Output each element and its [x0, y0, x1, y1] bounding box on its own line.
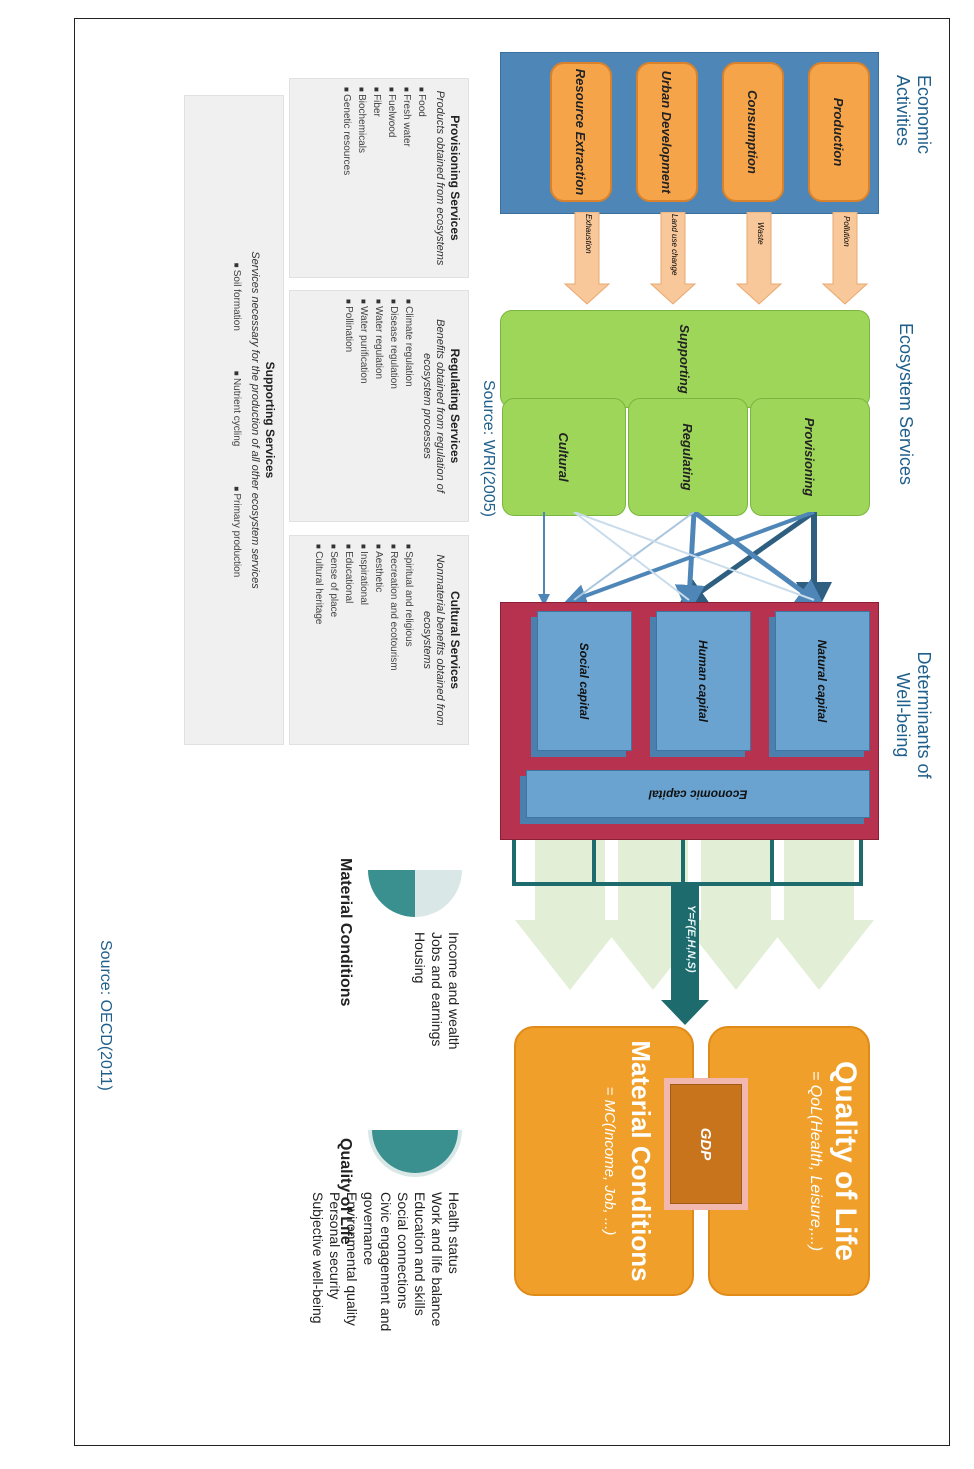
figure-frame	[74, 18, 950, 1446]
list-item: Fresh water	[399, 87, 414, 269]
list-item: Cultural heritage	[311, 544, 326, 736]
panel-provisioning: Provisioning Services Products obtained …	[289, 78, 469, 278]
gauge-material	[368, 870, 462, 917]
pill-consumption: Consumption	[722, 62, 784, 202]
panel-desc: Services necessary for the production of…	[249, 251, 261, 589]
mc-box: Material Conditions = MC(Income, Job, ..…	[514, 1026, 694, 1296]
list-item: Soil formation	[229, 263, 244, 331]
source-oecd: Source: OECD(2011)	[97, 940, 114, 1091]
flow-label-waste: Waste	[756, 222, 765, 245]
list-item: Water regulation	[371, 299, 386, 513]
mc-formula: = MC(Income, Job, ...)	[601, 1086, 618, 1236]
list-item: Spiritual and religious	[401, 544, 416, 736]
flow-label-pollution: Pollution	[842, 216, 851, 247]
list-item: Pollination	[341, 299, 356, 513]
legend-qol-list: Health status Work and life balance Educ…	[309, 1192, 462, 1362]
list-item: Income and wealth	[446, 932, 462, 1050]
gdp-box: GDP	[670, 1084, 742, 1204]
list-item: Genetic resources	[339, 87, 354, 269]
panel-desc: Nonmaterial benefits obtained from ecosy…	[421, 554, 446, 726]
capital-social: Social capital	[537, 611, 632, 751]
list-item: Nutrient cycling	[229, 371, 244, 446]
gauge-qol	[368, 1130, 462, 1177]
list-item: Food	[414, 87, 429, 269]
list-item: Educational	[341, 544, 356, 736]
arrow-land-use	[649, 212, 697, 305]
flow-label-exhaustion: Exhaustion	[584, 214, 593, 254]
capital-human: Human capital	[656, 611, 751, 751]
list-item: Fiber	[369, 87, 384, 269]
panel-title: Cultural Services	[448, 590, 462, 690]
list-item: Education and skills	[412, 1192, 428, 1316]
list-item: Disease regulation	[386, 299, 401, 513]
pill-production: Production	[808, 62, 870, 202]
panel-title: Supporting Services	[263, 361, 277, 479]
arrow-waste	[735, 212, 783, 305]
eco-regulating: Regulating	[628, 398, 748, 516]
panel-regulating: Regulating Services Benefits obtained fr…	[289, 290, 469, 522]
list-item: Work and life balance	[429, 1192, 445, 1327]
list-item: Jobs and earnings	[429, 932, 445, 1047]
header-economic-activities: Economic Activities	[893, 75, 934, 155]
qol-formula: = QoL(Health, Leisure,...)	[807, 1070, 824, 1252]
list-item: Personal security	[327, 1192, 343, 1300]
teal-main-arrow	[661, 884, 709, 1025]
panel-desc: Benefits obtained from regulation of eco…	[421, 319, 446, 493]
list-item: Inspirational	[356, 544, 371, 736]
eco-cultural: Cultural	[502, 398, 626, 516]
service-capital-arrows	[538, 512, 832, 612]
panel-desc: Products obtained from ecosystems	[434, 90, 446, 266]
panel-title: Regulating Services	[448, 348, 462, 464]
flow-label-land-use: Land use change	[670, 214, 679, 276]
list-item: Health status	[446, 1192, 462, 1274]
qol-title: Quality of Life	[829, 1060, 862, 1261]
capital-natural: Natural capital	[775, 611, 870, 751]
formula-label: Y=F(E,H,N,S)	[685, 905, 697, 973]
pill-resource-extraction: Resource Extraction	[550, 62, 612, 202]
regulating-list: Climate regulation Disease regulation Wa…	[341, 299, 416, 513]
source-wri: Source: WRI(2005)	[480, 380, 497, 517]
arrow-pollution	[821, 212, 869, 305]
panel-title: Provisioning Services	[448, 115, 462, 241]
list-item: Aesthetic	[371, 544, 386, 736]
list-item: Biochemicals	[354, 87, 369, 269]
eco-supporting: Supporting	[500, 310, 870, 408]
capital-economic: Economic capital	[526, 770, 870, 818]
cultural-list: Spiritual and religious Recreation and e…	[311, 544, 416, 736]
outflow-arrows	[512, 840, 874, 1025]
legend-material-title: Material Conditions	[337, 858, 354, 1007]
panel-supporting: Supporting Services Services necessary f…	[184, 95, 284, 745]
flow-arrows	[563, 212, 869, 305]
supporting-list: Soil formation Nutrient cycling Primary …	[229, 104, 244, 736]
list-item: Water purification	[356, 299, 371, 513]
list-item: Housing	[412, 932, 428, 984]
header-determinants: Determinants of Well-being	[893, 651, 934, 779]
provisioning-list: Food Fresh water Fuelwood Fiber Biochemi…	[339, 87, 429, 269]
header-ecosystem-services: Ecosystem Services	[896, 323, 916, 486]
pill-urban-development: Urban Development	[636, 62, 698, 202]
list-item: Primary production	[229, 486, 244, 577]
list-item: Fuelwood	[384, 87, 399, 269]
list-item: Environmental quality	[344, 1192, 360, 1326]
mc-title: Material Conditions	[626, 1040, 656, 1282]
list-item: Social connections	[395, 1192, 411, 1309]
list-item: Recreation and ecotourism	[386, 544, 401, 736]
list-item: Sense of place	[326, 544, 341, 736]
arrow-exhaustion	[563, 212, 611, 305]
list-item: Subjective well-being	[310, 1192, 326, 1324]
list-item: Civic engagement and governance	[361, 1192, 394, 1332]
legend-material-list: Income and wealth Jobs and earnings Hous…	[411, 932, 462, 1082]
list-item: Climate regulation	[401, 299, 416, 513]
panel-cultural: Cultural Services Nonmaterial benefits o…	[289, 535, 469, 745]
eco-provisioning: Provisioning	[750, 398, 870, 516]
